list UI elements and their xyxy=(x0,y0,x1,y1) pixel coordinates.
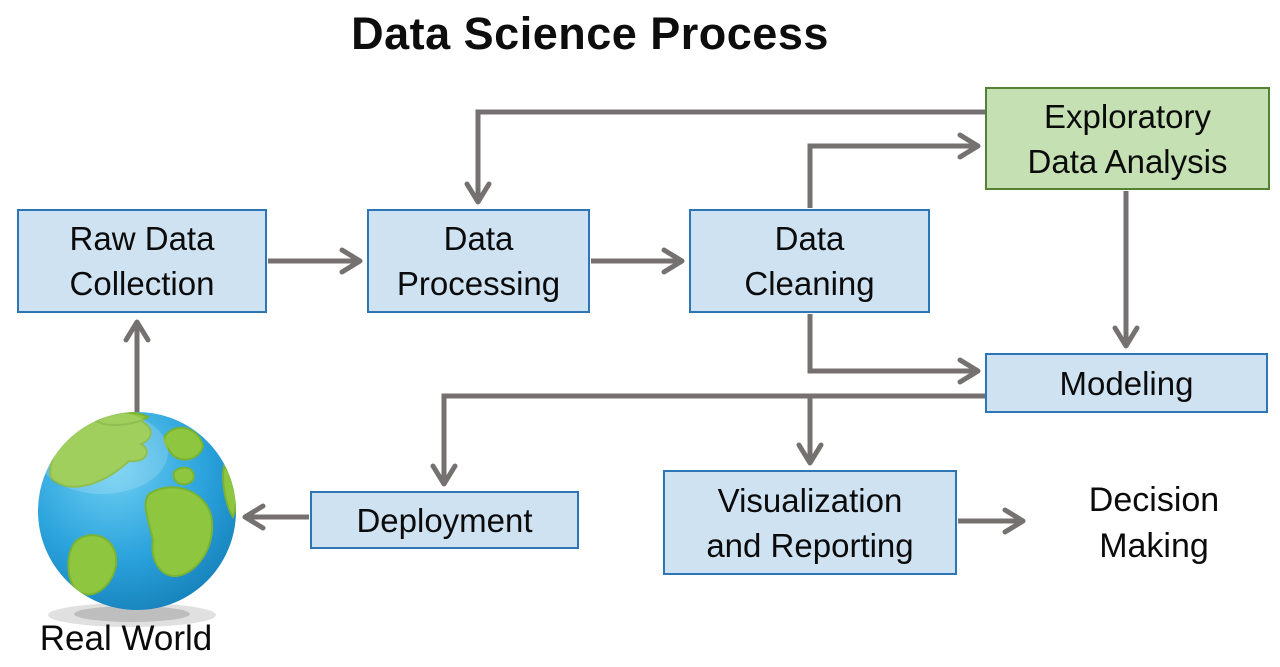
node-deployment: Deployment xyxy=(310,491,579,549)
node-label: Decision xyxy=(1088,481,1220,519)
node-visualization-and-reporting: Visualization and Reporting xyxy=(663,470,957,575)
node-real-world: Real World xyxy=(0,616,252,660)
node-label: Raw Data xyxy=(69,220,215,257)
node-label: Data xyxy=(774,220,845,257)
node-label: Data Analysis xyxy=(1027,142,1228,180)
node-label: Collection xyxy=(69,265,215,302)
arrow-eda-to-processing xyxy=(464,109,985,205)
node-exploratory-data-analysis: Exploratory Data Analysis xyxy=(985,87,1270,190)
node-decision-making: Decision Making xyxy=(1004,477,1280,569)
node-label: Visualization xyxy=(717,481,903,519)
node-label: and Reporting xyxy=(706,526,914,564)
page-title: Data Science Process xyxy=(351,8,829,59)
node-label: Processing xyxy=(396,265,561,302)
arrow-cleaning-to-eda xyxy=(807,132,981,208)
node-data-processing: Data Processing xyxy=(367,209,590,313)
node-data-cleaning: Data Cleaning xyxy=(689,209,930,313)
node-label: Cleaning xyxy=(744,265,875,302)
node-modeling: Modeling xyxy=(985,353,1268,413)
arrow-cleaning-to-modeling xyxy=(807,314,981,385)
node-label: Modeling xyxy=(1059,364,1194,402)
node-label: Making xyxy=(1099,527,1209,565)
node-label: Exploratory xyxy=(1044,97,1211,135)
arrow-modeling-to-deployment xyxy=(430,393,985,487)
node-label: Deployment xyxy=(356,501,533,539)
earth-globe-icon xyxy=(36,410,236,627)
node-label: Real World xyxy=(39,618,213,658)
node-raw-data-collection: Raw Data Collection xyxy=(17,209,267,313)
node-label: Data xyxy=(443,220,514,257)
